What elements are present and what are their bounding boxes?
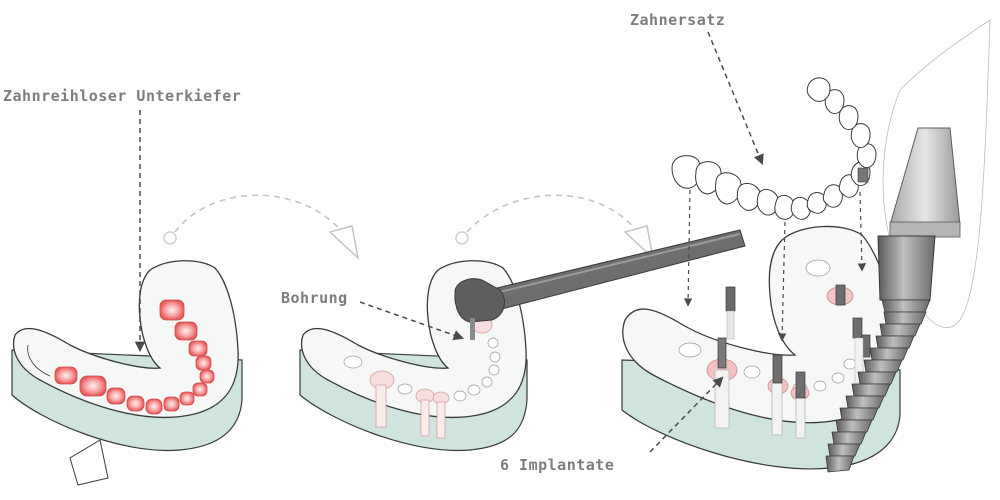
flow-arrow-2 (455, 194, 655, 261)
implant-threads (825, 299, 931, 473)
denture-connectors (857, 167, 869, 183)
ridge-highlights (54, 299, 215, 415)
implant-closeup (825, 19, 991, 473)
dental-drill (454, 229, 746, 340)
label-implants: 6 Implantate (500, 456, 615, 474)
arrow-denture (707, 31, 764, 165)
flow-arrow-1 (163, 194, 360, 261)
label-denture: Zahnersatz (630, 11, 726, 29)
label-toothless-jaw: Zahnreihloser Unterkiefer (3, 87, 242, 105)
jaw-implants (621, 225, 901, 470)
label-arrows (134, 31, 764, 453)
jaw-toothless (11, 260, 243, 486)
implant-posts (714, 284, 871, 439)
denture-arch (671, 77, 877, 220)
label-drilling: Bohrung (281, 289, 348, 307)
jaw-drilling (299, 229, 746, 452)
placement-arrows (683, 189, 867, 342)
drill-sites (369, 316, 493, 439)
arrow-drill (359, 301, 464, 341)
